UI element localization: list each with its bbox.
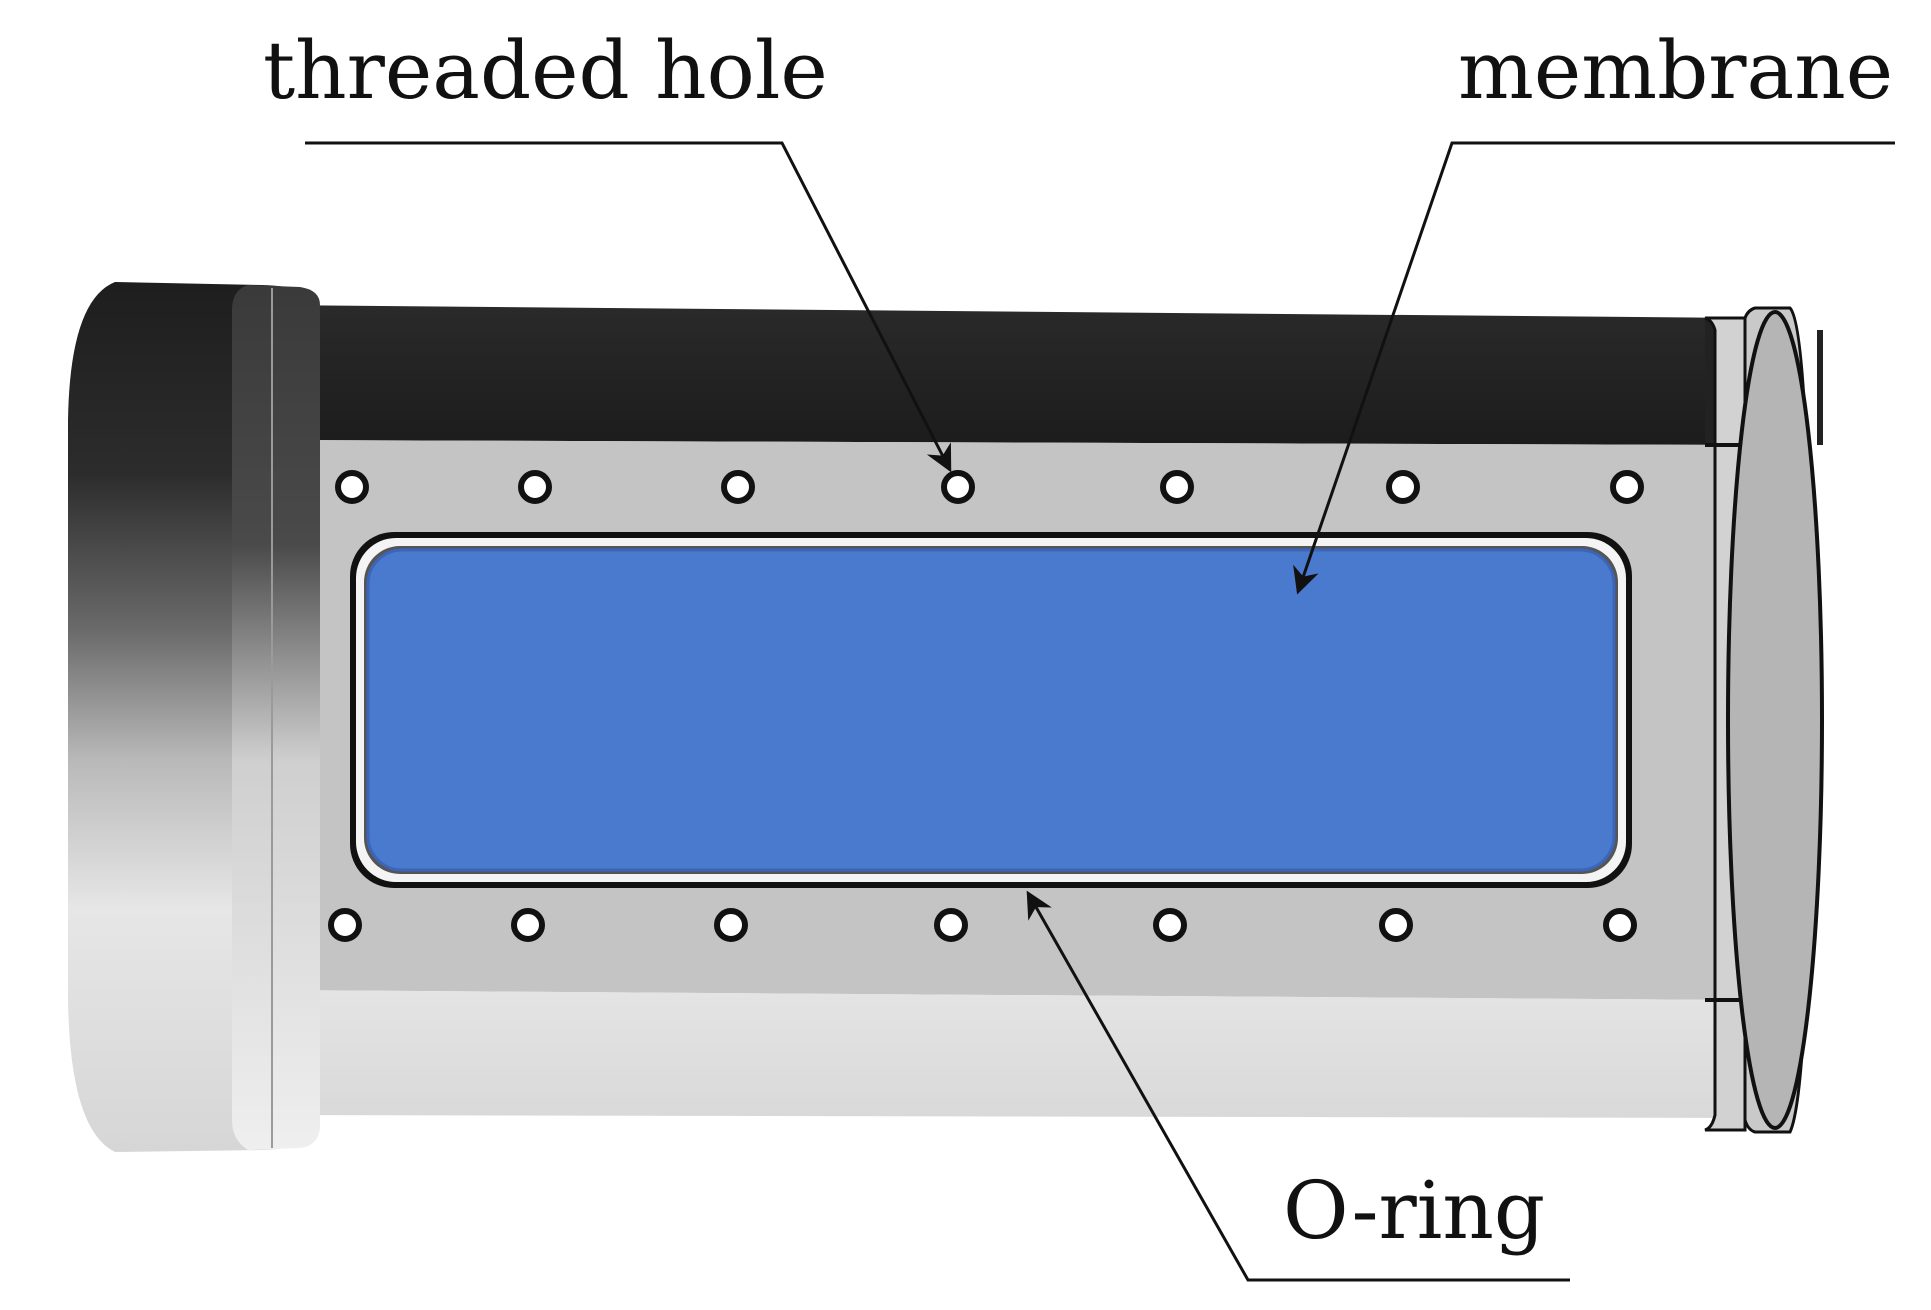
callout-o-ring: O-ring (1026, 890, 1570, 1282)
label-membrane: membrane (1458, 24, 1893, 117)
threaded-hole (335, 470, 369, 504)
threaded-holes-top-row (335, 470, 1644, 504)
threaded-hole (941, 470, 975, 504)
callout-membrane: membrane (1293, 24, 1895, 595)
flange-face (1726, 310, 1824, 1130)
threaded-hole (1610, 470, 1644, 504)
membrane (366, 548, 1616, 872)
threaded-holes-bottom-row (328, 908, 1637, 942)
left-end-cap (68, 282, 320, 1152)
end-cap-ring (232, 285, 320, 1150)
body-bottom-band (270, 990, 1745, 1118)
leader-membrane (1293, 141, 1895, 595)
callout-threaded-hole: threaded hole (263, 24, 952, 473)
threaded-hole (511, 908, 545, 942)
threaded-hole (721, 470, 755, 504)
right-end-flange (1704, 306, 1824, 1134)
threaded-hole (934, 908, 968, 942)
threaded-hole (1603, 908, 1637, 942)
threaded-hole (714, 908, 748, 942)
body-top-band (270, 305, 1745, 445)
threaded-hole (1153, 908, 1187, 942)
threaded-hole (1379, 908, 1413, 942)
threaded-hole (518, 470, 552, 504)
threaded-hole (1160, 470, 1194, 504)
label-threaded-hole: threaded hole (263, 24, 828, 117)
threaded-hole (328, 908, 362, 942)
leader-threaded-hole (305, 141, 952, 473)
label-o-ring: O-ring (1283, 1164, 1545, 1257)
threaded-hole (1386, 470, 1420, 504)
membrane-window (350, 532, 1632, 888)
leader-o-ring (1026, 890, 1570, 1282)
